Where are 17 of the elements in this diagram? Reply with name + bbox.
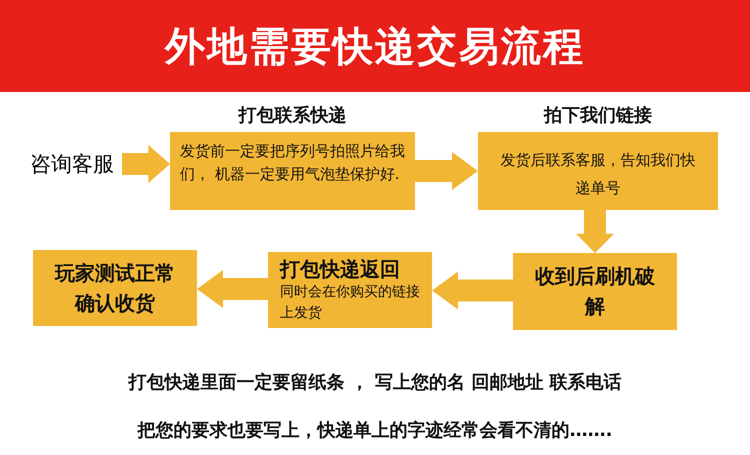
title-banner: 外地需要快递交易流程 — [0, 0, 750, 92]
block-arrow — [576, 210, 614, 253]
note-text: 把您的要求也要写上，快递单上的字迹经常会看不清的……. — [136, 419, 614, 442]
process-box: 发货后联系客服，告知我们快递单号 — [478, 132, 718, 210]
note-text: 打包快递里面一定要留纸条 ， 写上您的名 回邮地址 联系电话 — [127, 371, 623, 394]
block-arrow — [197, 270, 268, 308]
box-heading: 拍下我们链接 — [542, 104, 653, 128]
node-label: 咨询客服 — [22, 148, 122, 180]
process-box: 收到后刷机破解 — [513, 253, 677, 330]
process-box: 玩家测试正常确认收货 — [33, 250, 197, 326]
block-arrow — [122, 145, 170, 183]
process-box: 发货前一定要把序列号拍照片给我们， 机器一定要用气泡垫保护好. — [170, 132, 415, 210]
block-arrow — [432, 272, 513, 310]
block-arrow — [415, 152, 478, 190]
box-text: 同时会在你购买的链接上发货 — [280, 283, 420, 323]
box-heading: 打包联系快递 — [237, 104, 348, 128]
box-heading: 打包快递返回 — [280, 256, 401, 282]
